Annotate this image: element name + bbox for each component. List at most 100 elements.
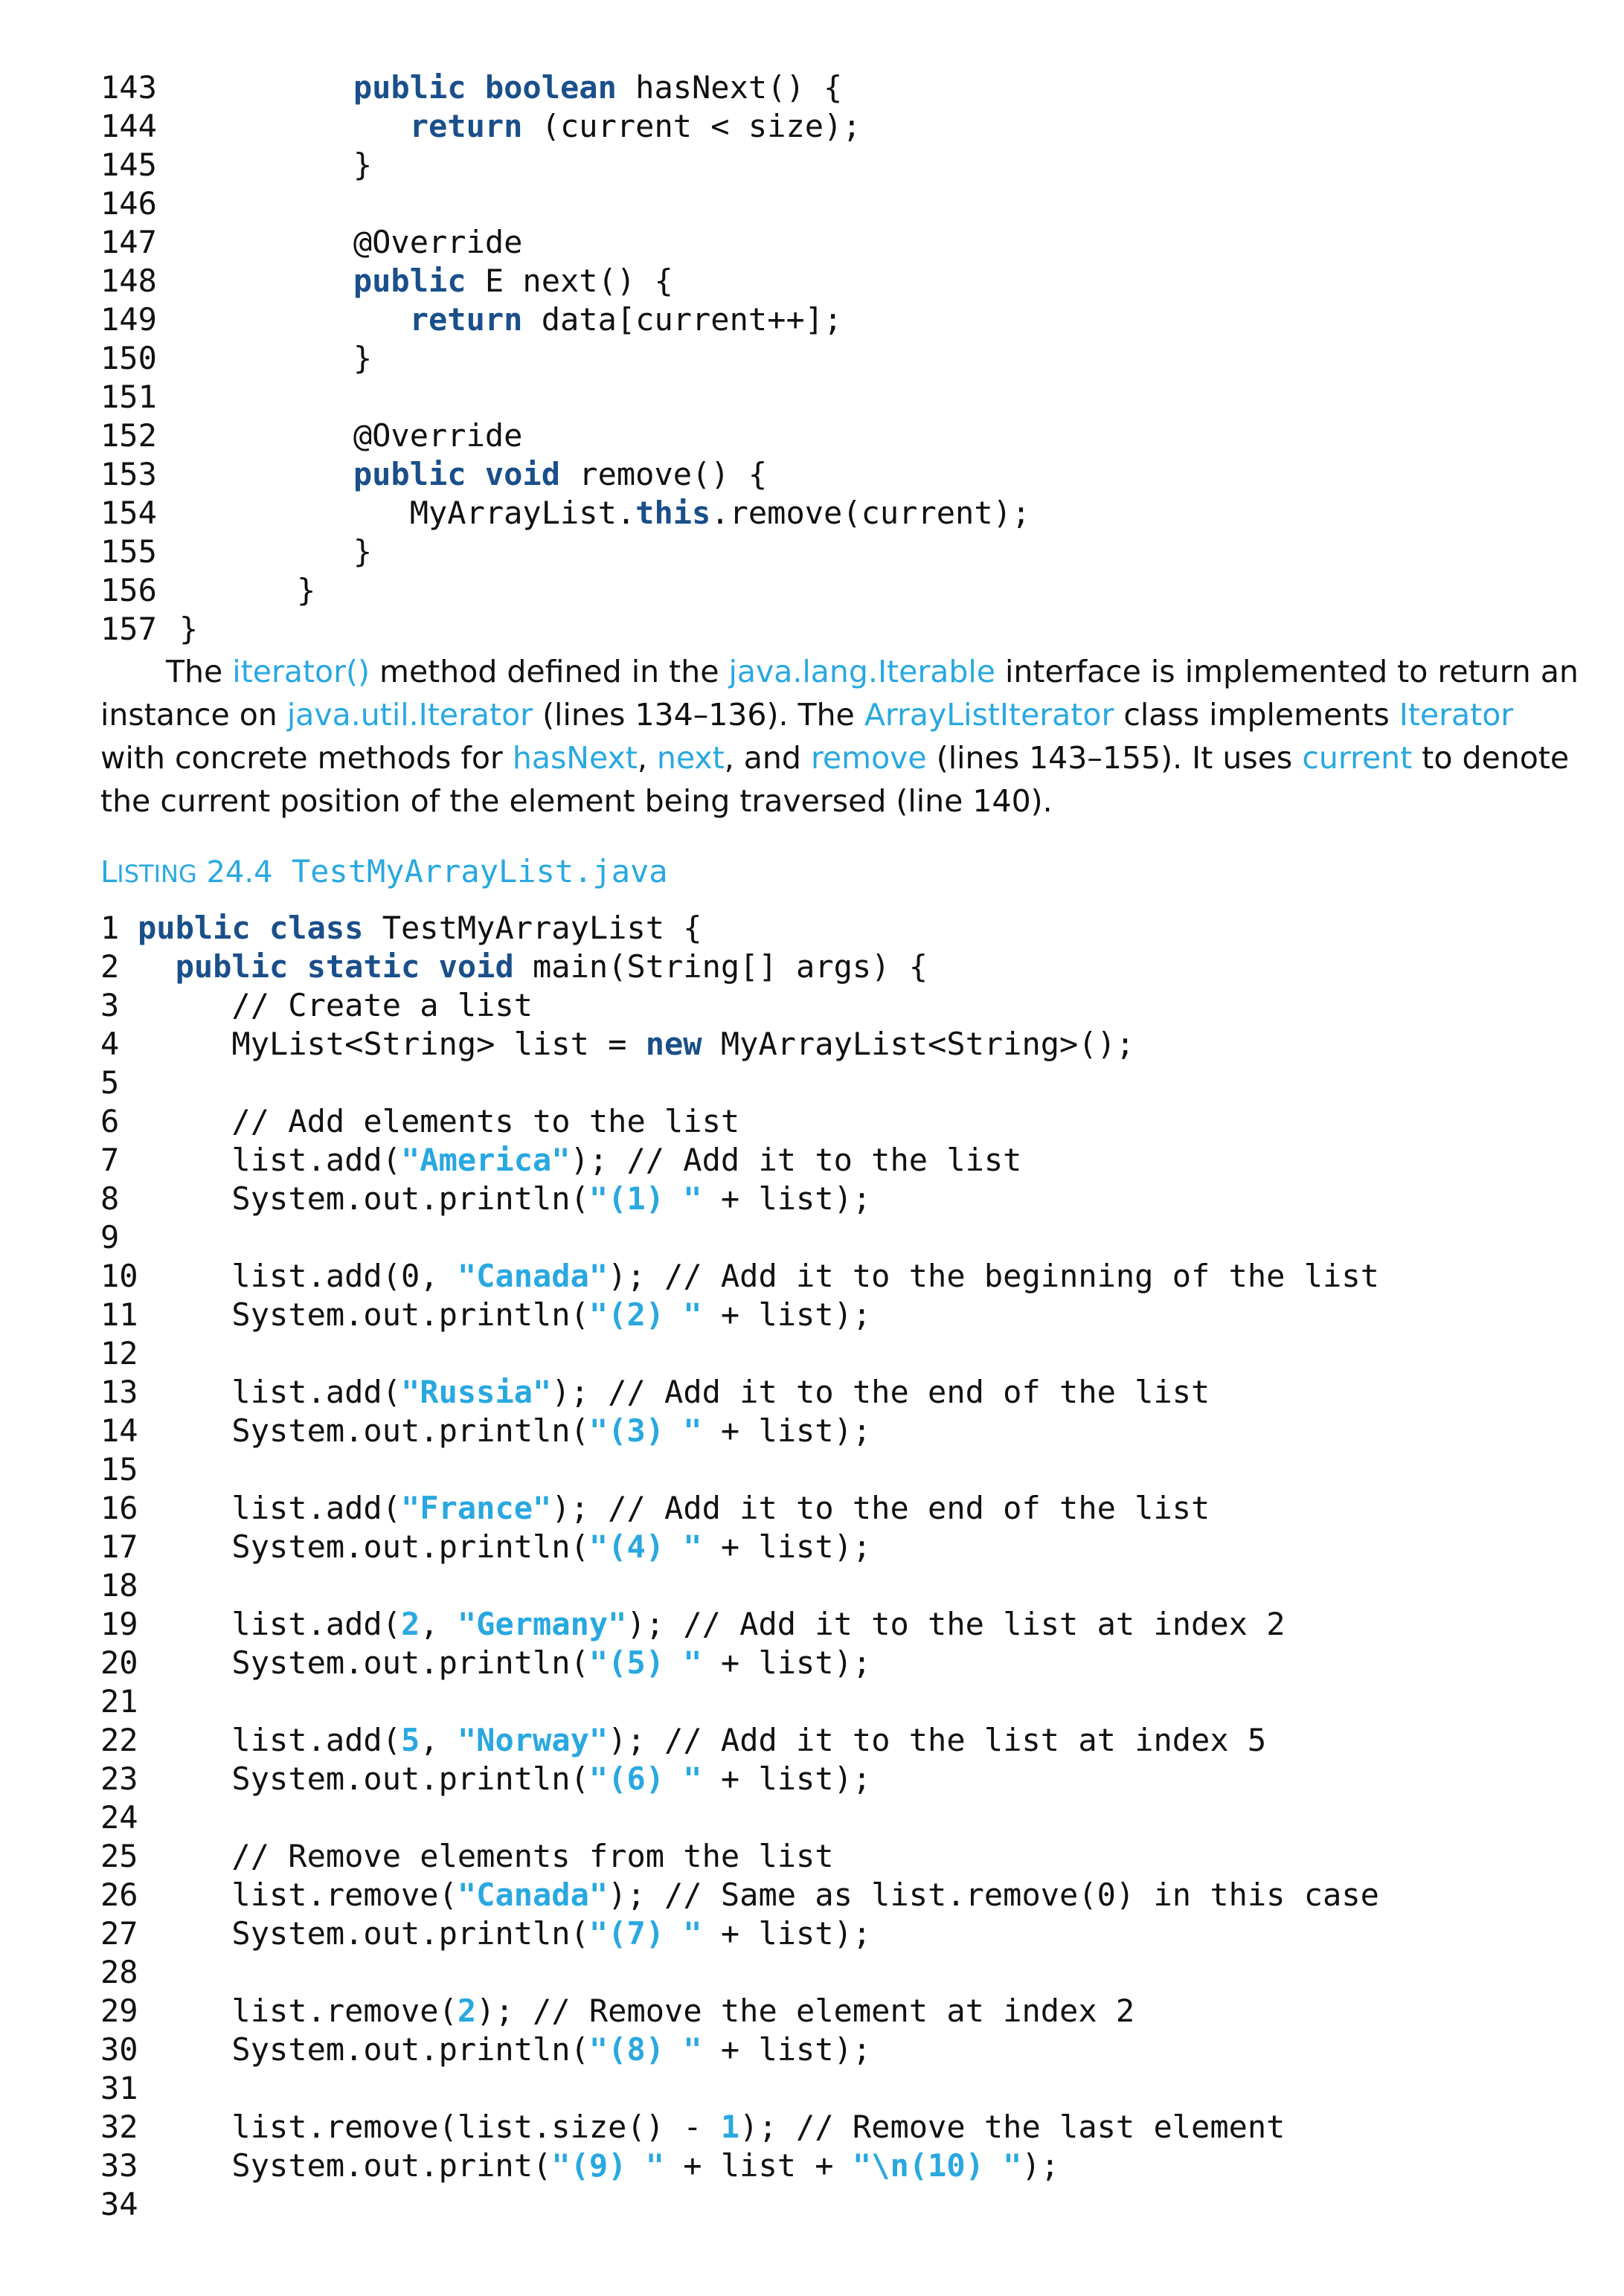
line-number: 2 (100, 948, 120, 985)
line-number: 4 (100, 1026, 120, 1062)
code-line: 151 (100, 378, 1030, 417)
code-literal: 1 (720, 2109, 740, 2145)
code-text: + list); (702, 1412, 872, 1449)
code-text: ); // Add it to the list (570, 1142, 1022, 1178)
code-text: list.remove( (138, 1993, 458, 2029)
code-line: 4 MyList<String> list = new MyArrayList<… (100, 1025, 1379, 1064)
line-number: 5 (100, 1064, 120, 1101)
line-number: 21 (100, 1683, 138, 1720)
code-line: 22 list.add(5, "Norway"); // Add it to t… (100, 1721, 1379, 1760)
code-text (138, 948, 176, 985)
code-literal: "Germany" (457, 1606, 627, 1642)
listing-label-initial: L (100, 855, 118, 890)
code-line: 34 (100, 2185, 1379, 2224)
code-line: 9 (100, 1218, 1379, 1257)
code-text: System.out.println( (138, 1412, 589, 1449)
code-line: 25 // Remove elements from the list (100, 1837, 1379, 1876)
code-text: System.out.println( (138, 1180, 589, 1217)
code-line: 19 list.add(2, "Germany"); // Add it to … (100, 1605, 1379, 1644)
code-text: // Remove elements from the list (138, 1838, 834, 1874)
listing-label-rest: ISTING (117, 860, 197, 888)
code-text (297, 69, 353, 106)
paragraph-text: with concrete methods for (100, 740, 513, 776)
code-text: } (297, 572, 316, 608)
code-line: 157} (100, 610, 1030, 649)
line-number: 34 (100, 2186, 138, 2222)
line-number: 28 (100, 1954, 138, 1990)
code-line: 30 System.out.println("(8) " + list); (100, 2030, 1379, 2069)
code-line: 147 @Override (100, 223, 1030, 262)
code-keyword: return (409, 108, 523, 144)
code-literal: "Russia" (401, 1374, 552, 1410)
code-line: 154 MyArrayList.this.remove(current); (100, 494, 1030, 533)
code-line: 12 (100, 1334, 1379, 1373)
line-number: 23 (100, 1760, 138, 1797)
code-literal: "(9) " (551, 2147, 665, 2184)
code-text: remove() { (560, 456, 768, 492)
paragraph-text: , and (724, 740, 811, 776)
code-text: System.out.println( (138, 1296, 589, 1333)
code-line: 26 list.remove("Canada"); // Same as lis… (100, 1876, 1379, 1914)
line-number: 148 (100, 263, 157, 299)
code-line: 144 return (current < size); (100, 107, 1030, 146)
line-number: 17 (100, 1528, 138, 1565)
listing-filename: TestMyArrayList.java (291, 853, 668, 890)
line-number: 152 (100, 417, 157, 454)
code-text: ); // Same as list.remove(0) in this cas… (608, 1877, 1379, 1913)
code-line: 6 // Add elements to the list (100, 1102, 1379, 1141)
code-text: , (420, 1606, 458, 1642)
code-literal: "(1) " (588, 1180, 702, 1217)
code-text: list.add( (138, 1606, 402, 1642)
code-reference: Iterator (1399, 697, 1514, 733)
code-text: } (297, 147, 373, 183)
code-text (297, 301, 410, 338)
code-line: 27 System.out.println("(7) " + list); (100, 1914, 1379, 1953)
line-number: 6 (100, 1103, 120, 1139)
line-number: 151 (100, 379, 157, 415)
line-number: 143 (100, 69, 157, 106)
code-text: MyArrayList. (297, 495, 636, 531)
line-number: 32 (100, 2109, 138, 2145)
line-number: 157 (100, 611, 157, 647)
code-line: 14 System.out.println("(3) " + list); (100, 1412, 1379, 1450)
code-literal: 2 (457, 1993, 477, 2029)
code-line: 7 list.add("America"); // Add it to the … (100, 1141, 1379, 1180)
code-line: 2 public static void main(String[] args)… (100, 948, 1379, 986)
code-line: 24 (100, 1798, 1379, 1837)
code-text: System.out.println( (138, 2031, 589, 2068)
code-text: MyArrayList<String>(); (702, 1026, 1135, 1062)
line-number: 150 (100, 340, 157, 376)
line-number: 156 (100, 572, 157, 608)
code-text: hasNext() { (616, 69, 843, 106)
code-line: 146 (100, 184, 1030, 223)
code-text: // Add elements to the list (138, 1103, 740, 1139)
paragraph-text: to denote the current position of the el… (100, 740, 1570, 819)
code-text: System.out.print( (138, 2147, 552, 2184)
code-literal: "\n(10) " (852, 2147, 1022, 2184)
code-text: ); // Add it to the list at index 2 (626, 1606, 1286, 1642)
code-line: 149 return data[current++]; (100, 300, 1030, 339)
code-line: 143 public boolean hasNext() { (100, 68, 1030, 107)
code-text: System.out.println( (138, 1644, 589, 1681)
code-keyword: public void (353, 456, 561, 492)
code-text: + list); (702, 1180, 872, 1217)
line-number: 1 (100, 910, 120, 946)
code-line: 11 System.out.println("(2) " + list); (100, 1296, 1379, 1334)
code-text: System.out.println( (138, 1528, 589, 1565)
code-literal: "France" (401, 1490, 552, 1526)
line-number: 13 (100, 1374, 138, 1410)
line-number: 14 (100, 1412, 138, 1449)
explanation-paragraph: The iterator() method defined in the jav… (100, 650, 1581, 823)
line-number: 7 (100, 1142, 120, 1178)
code-line: 33 System.out.print("(9) " + list + "\n(… (100, 2147, 1379, 2185)
line-number: 8 (100, 1180, 120, 1217)
code-literal: "(4) " (588, 1528, 702, 1565)
code-line: 150 } (100, 339, 1030, 378)
line-number: 18 (100, 1567, 138, 1604)
line-number: 30 (100, 2031, 138, 2068)
line-number: 144 (100, 108, 157, 144)
code-reference: java.lang.Iterable (728, 654, 995, 689)
line-number: 33 (100, 2147, 138, 2184)
line-number: 16 (100, 1490, 138, 1526)
